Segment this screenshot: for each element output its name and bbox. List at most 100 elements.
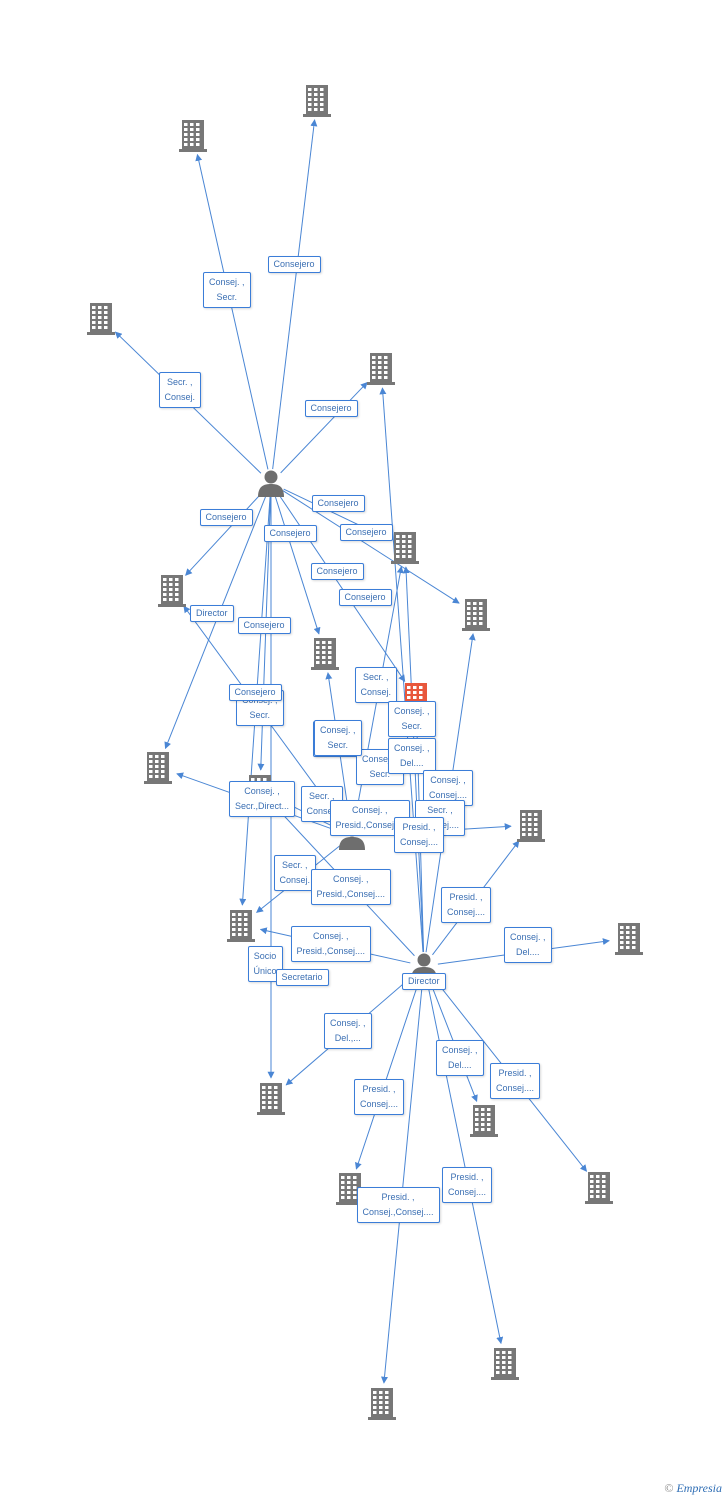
relation-label[interactable]: Consejero xyxy=(339,523,393,541)
node-oasis[interactable] xyxy=(476,808,586,842)
building-icon xyxy=(138,118,248,152)
relation-label[interactable]: Consejero xyxy=(263,524,317,542)
relation-label-line: Presid.,Consej.... xyxy=(296,946,366,956)
node-gran-costa2[interactable] xyxy=(327,1386,437,1420)
relation-label-line: Del.... xyxy=(516,947,540,957)
node-bingos-val[interactable] xyxy=(216,1081,326,1115)
node-garmila[interactable] xyxy=(326,351,436,385)
relation-label-line: Consej. , xyxy=(209,277,245,287)
relation-label-line: Secr. , xyxy=(427,805,453,815)
building-icon xyxy=(429,1103,539,1137)
relation-label-line: Consejero xyxy=(234,686,276,697)
node-empresa[interactable] xyxy=(270,636,380,670)
node-anabel[interactable] xyxy=(350,530,460,564)
relation-label-line: Secr. , xyxy=(282,860,308,870)
node-bingo-reyes[interactable] xyxy=(46,301,156,335)
relation-label[interactable]: Secr. , Consej. xyxy=(354,667,398,703)
relation-label[interactable]: Presid. ,Consej.... xyxy=(441,887,492,923)
relation-label[interactable]: Consej. ,Secr. xyxy=(203,272,251,308)
building-icon xyxy=(117,573,227,607)
relation-label-line: Consej. , xyxy=(394,743,430,753)
relation-label[interactable]: Consej. ,Presid.,Consej.... xyxy=(310,869,392,905)
relation-label[interactable]: Consej. , Presid.,Consej.... xyxy=(290,926,372,962)
relation-label-line: Consejero xyxy=(269,527,311,538)
relation-label[interactable]: Consejero xyxy=(199,508,253,526)
relation-label-line: Consej. , xyxy=(313,931,349,941)
relation-label[interactable]: Consejero xyxy=(338,588,392,606)
node-mundial[interactable] xyxy=(138,118,248,152)
relation-label[interactable]: Consej. ,Secr.,Direct... xyxy=(229,781,296,817)
relation-label-line: Consejero xyxy=(243,619,285,630)
relation-label[interactable]: Director xyxy=(402,972,446,990)
relation-label[interactable]: Presid. , Consej.,Consej.... xyxy=(356,1187,440,1223)
relation-label-line: Secretario xyxy=(281,971,323,982)
relation-label[interactable]: Consejero xyxy=(304,399,358,417)
node-gran-castellon[interactable] xyxy=(295,1171,405,1205)
building-icon xyxy=(574,921,684,955)
node-gran-costa1[interactable] xyxy=(574,921,684,955)
relation-label[interactable]: Presid. ,Consej.... xyxy=(394,817,445,853)
relation-label-line: Consej. , xyxy=(352,805,388,815)
relation-label[interactable]: Consej. ,Del.,... xyxy=(324,1013,372,1049)
relation-label[interactable]: Director xyxy=(190,604,234,622)
building-icon xyxy=(216,1081,326,1115)
edge-orenes-gran_costa2 xyxy=(381,979,424,1384)
relation-label[interactable]: Secr. ,Consej. xyxy=(158,372,202,408)
relation-label-line: Consej. xyxy=(164,392,196,402)
node-juegos-andaca[interactable] xyxy=(117,573,227,607)
relation-label-line: Consejero xyxy=(345,526,387,537)
node-arriba[interactable] xyxy=(186,908,296,942)
node-apuestas[interactable] xyxy=(450,1346,560,1380)
relation-label-line: Presid.,Consej.... xyxy=(316,889,386,899)
relation-label-line: Consej. , xyxy=(394,706,430,716)
relation-label-line: Consej.... xyxy=(496,1083,535,1093)
relation-label-line: Secr. , xyxy=(363,672,389,682)
building-icon xyxy=(270,636,380,670)
relation-label[interactable]: Consejero xyxy=(311,494,365,512)
node-solano[interactable] xyxy=(216,468,326,498)
building-icon xyxy=(421,597,531,631)
building-icon xyxy=(450,1346,560,1380)
edge-solano-garmila xyxy=(280,381,368,474)
node-red-bingos[interactable] xyxy=(262,83,372,117)
relation-label[interactable]: Consejero xyxy=(310,562,364,580)
relation-label-line: Consej.,Consej.... xyxy=(362,1207,434,1217)
relation-label-line: Consej. xyxy=(360,687,392,697)
edge-solano-empresa xyxy=(274,496,321,635)
relation-label-line: Consejero xyxy=(205,511,247,522)
relation-label[interactable]: Consej. ,Del.... xyxy=(436,1040,484,1076)
relation-label-line: Secr. xyxy=(401,721,423,731)
relation-label[interactable]: Secr. ,Consej. xyxy=(273,855,317,891)
building-icon xyxy=(186,908,296,942)
empresia-logo[interactable]: ©Empresia xyxy=(664,1481,722,1495)
relation-label[interactable]: Consej. ,Del.... xyxy=(504,927,552,963)
relation-label[interactable]: Presid. ,Consej.... xyxy=(442,1167,493,1203)
building-icon xyxy=(476,808,586,842)
relation-label[interactable]: Presid. ,Consej.... xyxy=(354,1079,405,1115)
relation-label[interactable]: Consej. ,Del.... xyxy=(388,738,436,774)
relation-label-line: Consej. , xyxy=(442,1045,478,1055)
relation-label[interactable]: Consejero xyxy=(267,255,321,273)
node-inversiones[interactable] xyxy=(421,597,531,631)
relation-label[interactable]: Consej. ,Secr. xyxy=(314,720,362,756)
relation-label[interactable]: Secretario xyxy=(275,968,329,986)
relation-label-line: Secr.,Direct... xyxy=(235,801,290,811)
relation-label-line: Secr. xyxy=(369,769,391,779)
relation-label[interactable]: Consejero xyxy=(228,683,282,701)
relation-label[interactable]: Consejero xyxy=(237,616,291,634)
edge-orenes-garmila xyxy=(379,387,424,953)
relation-label-line: Presid. , xyxy=(450,1172,484,1182)
relation-label[interactable]: Consej. , Secr. xyxy=(388,701,436,737)
node-electra[interactable] xyxy=(544,1170,654,1204)
relation-label-line: Consej.... xyxy=(360,1099,399,1109)
relation-label-line: Consej.... xyxy=(447,907,486,917)
relation-label-line: Presid. , xyxy=(381,1192,415,1202)
building-icon xyxy=(46,301,156,335)
relation-label-line: Consejero xyxy=(344,591,386,602)
edge-solano-mundial xyxy=(195,153,269,470)
relation-label[interactable]: Presid. ,Consej.... xyxy=(490,1063,541,1099)
edge-orenes-apuestas xyxy=(426,979,504,1345)
node-gran-ext[interactable] xyxy=(429,1103,539,1137)
node-bingo-occ[interactable] xyxy=(103,750,213,784)
relation-label-line: Consejero xyxy=(316,565,358,576)
